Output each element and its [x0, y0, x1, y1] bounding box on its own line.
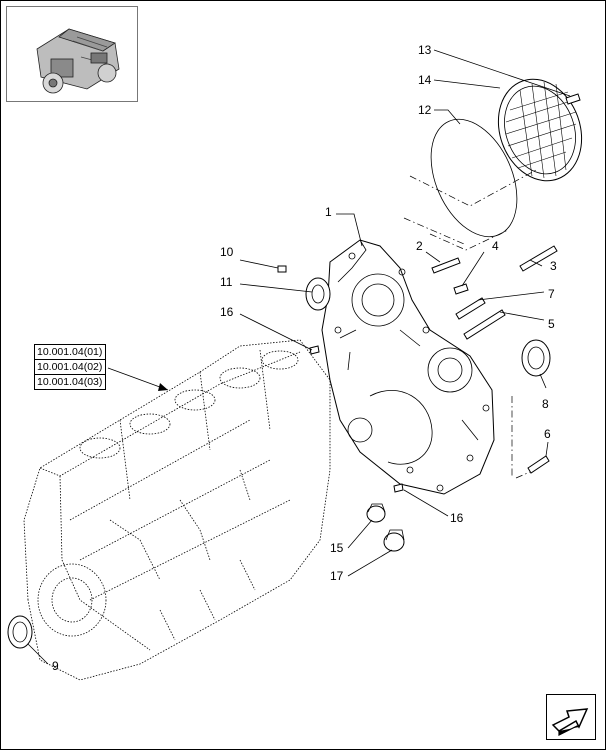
plug-15: [366, 503, 386, 523]
callout-6: 6: [544, 427, 551, 441]
gasket-ring: [430, 118, 518, 238]
dowel-16-lower: [393, 483, 404, 493]
callout-4: 4: [492, 239, 499, 253]
callout-13: 13: [418, 43, 432, 57]
next-page-button[interactable]: [546, 694, 596, 740]
plug-17: [383, 529, 405, 552]
callout-14: 14: [418, 73, 432, 87]
assembly-lines: [403, 169, 537, 479]
reference-link-1[interactable]: 10.001.04(01): [34, 344, 106, 360]
callout-1: 1: [325, 205, 332, 219]
reference-link-2[interactable]: 10.001.04(02): [34, 359, 106, 375]
engine-thumbnail-icon: [36, 28, 120, 94]
next-page-arrow-icon: [551, 708, 589, 736]
seal-8: [521, 339, 551, 377]
callout-5: 5: [548, 317, 555, 331]
callout-16-upper: 16: [220, 305, 234, 319]
callout-3: 3: [550, 259, 557, 273]
callout-16-lower: 16: [450, 511, 464, 525]
bolts: [431, 245, 558, 340]
callout-8: 8: [542, 397, 549, 411]
callout-11: 11: [220, 275, 233, 289]
dowel-16-upper: [309, 345, 320, 355]
callout-15: 15: [330, 541, 344, 555]
screw-6: [527, 455, 550, 474]
seal-9: [7, 615, 33, 649]
callouts: 13 14 12 1 2 4 3 7 5 8 6 10 11 16 16 15 …: [52, 43, 557, 673]
timing-cover: [321, 239, 495, 495]
callout-10: 10: [220, 245, 234, 259]
reference-list: 10.001.04(01) 10.001.04(02) 10.001.04(03…: [34, 344, 106, 390]
cover-plate: [497, 78, 583, 182]
callout-7: 7: [548, 287, 555, 301]
leader-lines: [27, 49, 571, 665]
callout-17: 17: [330, 569, 344, 583]
seal-11: [305, 277, 331, 311]
engine-block: [23, 339, 331, 681]
callout-2: 2: [416, 239, 423, 253]
callout-12: 12: [418, 103, 432, 117]
reference-link-3[interactable]: 10.001.04(03): [34, 374, 106, 390]
screw-10: [277, 265, 287, 273]
engine-thumbnail: [6, 6, 138, 102]
callout-9: 9: [52, 659, 59, 673]
screw-13: [565, 93, 581, 105]
